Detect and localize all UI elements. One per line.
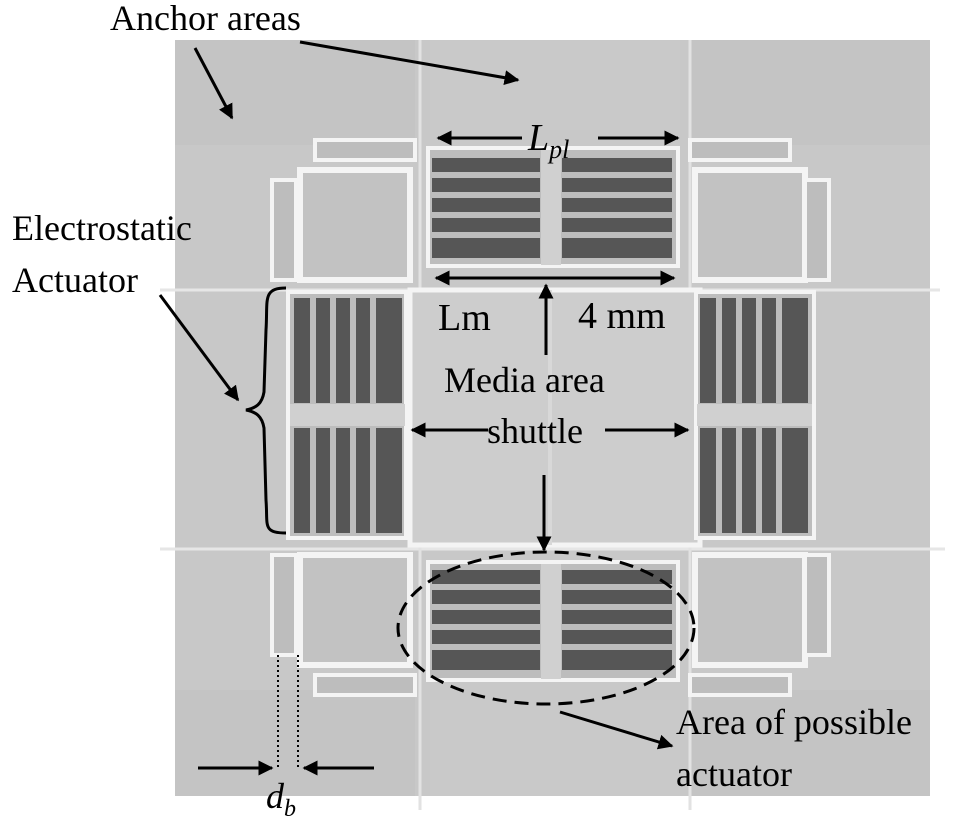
anchor-areas-label: Anchor areas	[110, 0, 301, 38]
four-mm-label: 4 mm	[578, 295, 666, 337]
electrostatic-label-line1: Electrostatic	[12, 208, 192, 248]
media-area-shuttle	[407, 287, 703, 548]
lm-label: Lm	[438, 297, 491, 339]
anchor-top-left	[175, 40, 415, 145]
right-comb-actuator	[694, 290, 816, 540]
possible-actuator-label-line2: actuator	[676, 754, 792, 794]
electrostatic-arrow	[158, 294, 240, 402]
anchor-arrow-left	[193, 47, 234, 120]
top-comb-actuator	[426, 146, 680, 268]
anchor-bottom-right	[690, 690, 930, 796]
anchor-arrow-center	[299, 40, 520, 86]
db-label: db	[266, 776, 296, 822]
possible-actuator-label-line1: Area of possible	[676, 702, 912, 742]
device-image	[160, 40, 945, 810]
media-area-label: Media area	[444, 360, 605, 400]
anchor-top-center	[430, 40, 680, 130]
actuator-brace	[245, 286, 287, 535]
possible-actuator-ellipse	[396, 550, 696, 706]
possible-actuator-arrow	[559, 710, 674, 750]
bottom-comb-actuator	[426, 560, 680, 682]
left-comb-actuator	[286, 290, 408, 540]
shuttle-label: shuttle	[487, 411, 583, 451]
labels: Anchor areas Electrostatic Actuator Lpl …	[12, 0, 912, 822]
anchor-bottom-left	[175, 690, 415, 796]
lpl-label: Lpl	[527, 117, 569, 164]
anchor-top-right	[690, 40, 930, 145]
annotations	[158, 40, 696, 776]
electrostatic-label-line2: Actuator	[12, 260, 138, 300]
anchor-bottom-center	[430, 700, 680, 796]
